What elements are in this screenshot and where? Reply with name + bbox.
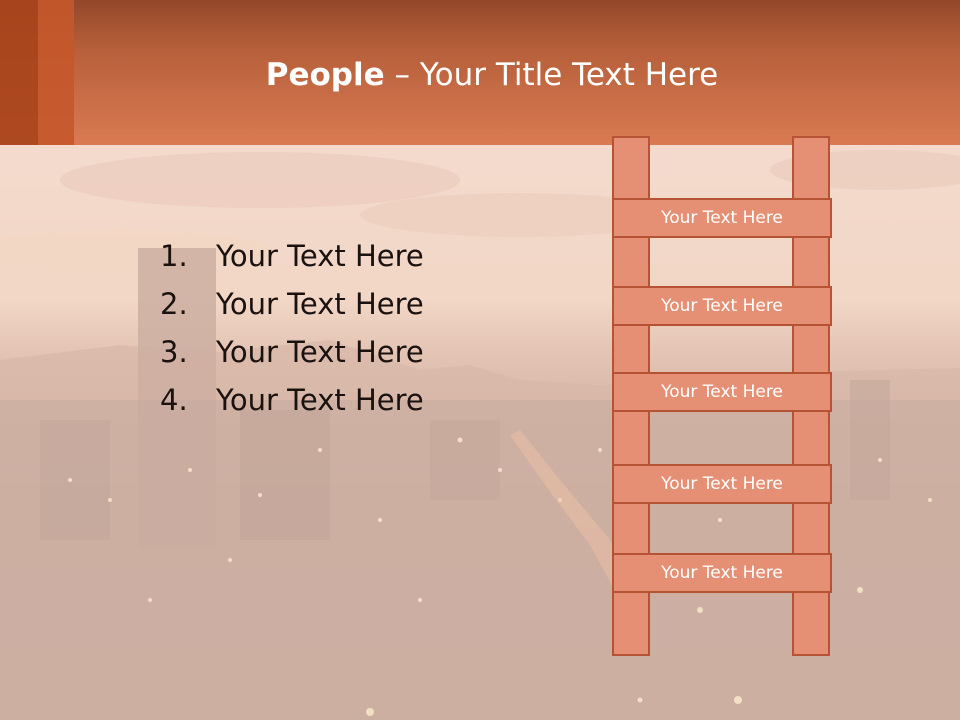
- slide-title: People – Your Title Text Here: [74, 52, 910, 98]
- list-item: 2. Your Text Here: [160, 282, 424, 330]
- list-item-text: Your Text Here: [216, 239, 424, 273]
- list-item: 4. Your Text Here: [160, 378, 424, 426]
- list-item-text: Your Text Here: [216, 287, 424, 321]
- header-accent-stripe-mid: [38, 0, 74, 145]
- list-item-text: Your Text Here: [216, 383, 424, 417]
- slide-title-bold: People: [265, 57, 385, 93]
- ladder-rung-4: Your Text Here: [612, 464, 832, 504]
- list-item-number: 3.: [160, 335, 188, 369]
- ladder-rung-5: Your Text Here: [612, 553, 832, 593]
- slide-title-rest: – Your Title Text Here: [384, 57, 719, 93]
- header-accent-stripe-dark: [0, 0, 38, 145]
- list-item: 1. Your Text Here: [160, 234, 424, 282]
- list-item-number: 1.: [160, 239, 188, 273]
- ladder-rung-1: Your Text Here: [612, 198, 832, 238]
- ladder-diagram: Your Text Here Your Text Here Your Text …: [612, 136, 834, 658]
- ladder-rung-3: Your Text Here: [612, 372, 832, 412]
- list-item-text: Your Text Here: [216, 335, 424, 369]
- list-item-number: 4.: [160, 383, 188, 417]
- list-item-number: 2.: [160, 287, 188, 321]
- list-item: 3. Your Text Here: [160, 330, 424, 378]
- ladder-rung-2: Your Text Here: [612, 286, 832, 326]
- numbered-list: 1. Your Text Here 2. Your Text Here 3. Your…: [160, 234, 424, 426]
- header-band: People – Your Title Text Here: [0, 0, 960, 145]
